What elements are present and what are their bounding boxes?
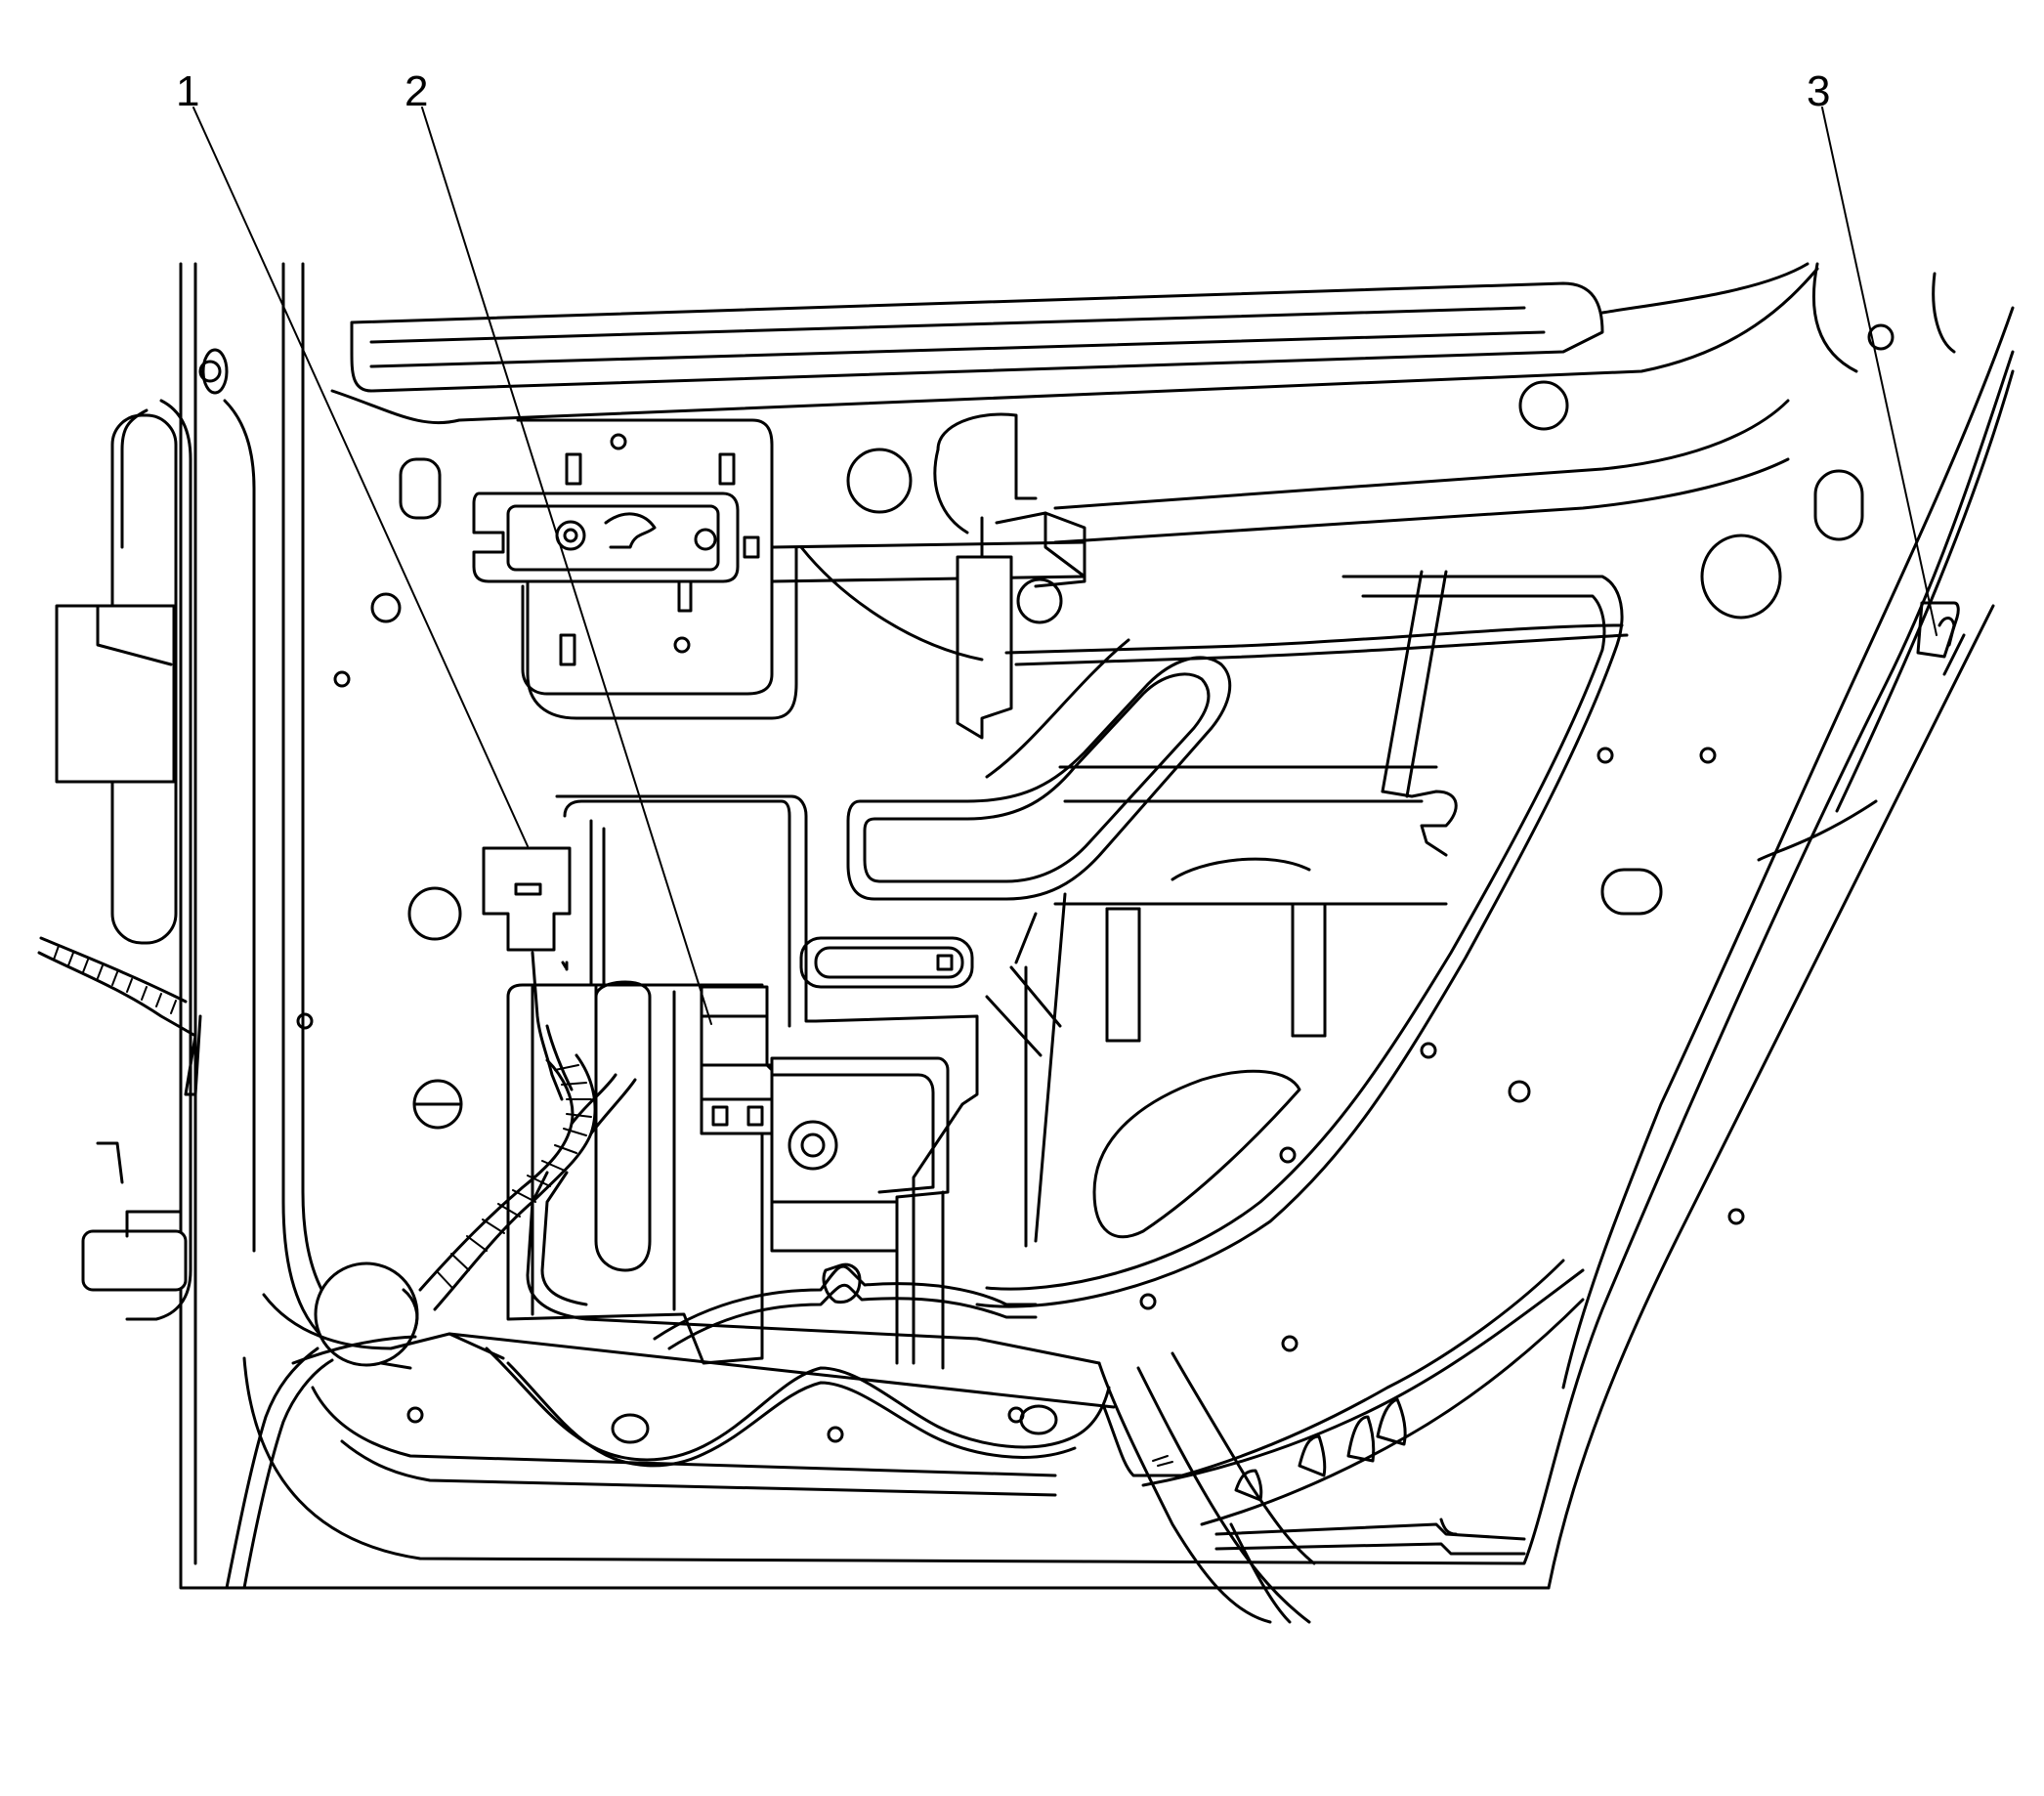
regulator-arm-track [799,656,1232,989]
hanging-harness [225,1347,1316,1624]
window-regulator [770,412,1629,740]
inside-handle-bracket [472,418,798,720]
hinge-wiring-loom [37,936,202,1096]
upper-belt-rail [330,262,1819,544]
latch-clip [1916,601,1966,676]
hinge-pillar [55,262,412,1370]
door-frame [179,262,2015,1590]
glass-run-channel [975,570,1624,1308]
inner-panel-openings [296,323,1895,1444]
callout-2: 2 [405,67,428,115]
callout-3: 3 [1807,67,1830,115]
switch-connector [700,985,774,1135]
callout-leaders [192,107,1938,1025]
callout-1: 1 [176,67,199,115]
lower-sill [262,1259,1585,1556]
door-module-bracket [506,794,979,1370]
speaker-opening [985,857,1448,1248]
